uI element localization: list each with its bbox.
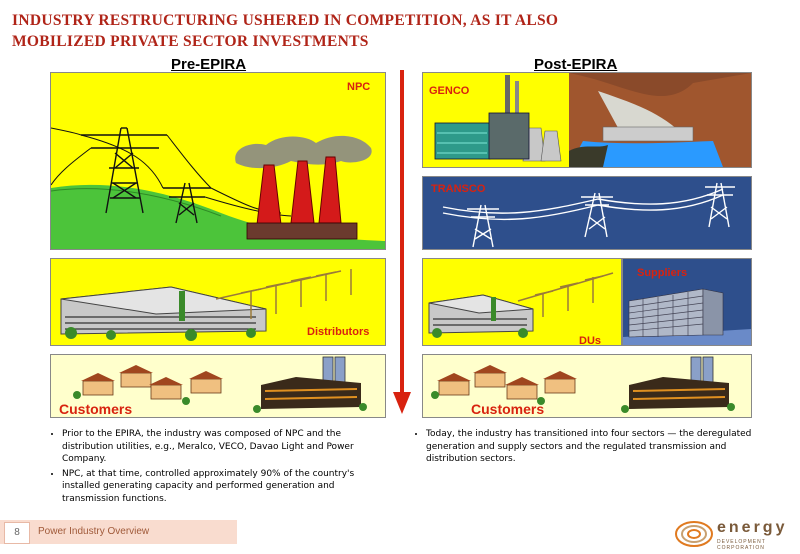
pre-bullet-1: Prior to the EPIRA, the industry was com… — [62, 428, 392, 466]
title-line-1: INDUSTRY RESTRUCTURING USHERED IN COMPET… — [12, 12, 559, 29]
genco-label: GENCO — [429, 85, 470, 97]
energy-logo: energy DEVELOPMENT CORPORATION — [672, 518, 796, 551]
transco-transmission-towers-illustration — [442, 182, 735, 248]
post-epira-bullet-list: Today, the industry has transitioned int… — [414, 428, 756, 468]
npc-panel: NPC — [50, 72, 386, 250]
distributor-building-illustration — [60, 269, 352, 341]
customers-houses-factory-illustration — [73, 356, 367, 413]
page-title: INDUSTRY RESTRUCTURING USHERED IN COMPET… — [12, 10, 712, 52]
genco-panel: GENCO — [422, 72, 752, 168]
footer-bar: 8 Power Industry Overview — [0, 520, 237, 544]
footer-text: Power Industry Overview — [38, 526, 150, 537]
post-bullet-1: Today, the industry has transitioned int… — [426, 428, 756, 466]
post-customers-houses-factory-illustration — [431, 356, 735, 413]
page-number: 8 — [4, 522, 30, 544]
dus-building-illustration — [428, 272, 614, 338]
post-customers-label: Customers — [471, 401, 545, 417]
logo-swirl-icon — [675, 521, 713, 547]
distributors-panel: Distributors — [50, 258, 386, 346]
title-line-2: MOBILIZED PRIVATE SECTOR INVESTMENTS — [12, 33, 369, 50]
logo-subtitle: DEVELOPMENT CORPORATION — [717, 539, 766, 551]
suppliers-label: Suppliers — [637, 267, 688, 279]
npc-generation-transmission-illustration — [51, 127, 385, 249]
pre-customers-label: Customers — [59, 401, 133, 417]
post-epira-heading: Post-EPIRA — [534, 56, 618, 73]
pre-bullet-2: NPC, at that time, controlled approximat… — [62, 468, 392, 506]
transco-panel: TRANSCO — [422, 176, 752, 250]
down-arrow-icon — [393, 70, 411, 414]
pre-epira-heading: Pre-EPIRA — [171, 56, 247, 73]
pre-customers-panel: Customers — [50, 354, 386, 418]
genco-plant-illustration — [434, 73, 751, 167]
distributors-label: Distributors — [307, 326, 370, 338]
post-customers-panel: Customers — [422, 354, 752, 418]
dus-panel: DUs — [422, 258, 622, 346]
suppliers-panel: Suppliers — [622, 258, 752, 346]
transco-label: TRANSCO — [431, 183, 486, 195]
suppliers-building-illustration — [623, 288, 751, 345]
logo-name: energy — [717, 519, 788, 536]
npc-label: NPC — [347, 81, 371, 93]
dus-label: DUs — [579, 335, 602, 346]
pre-epira-bullet-list: Prior to the EPIRA, the industry was com… — [50, 428, 392, 507]
